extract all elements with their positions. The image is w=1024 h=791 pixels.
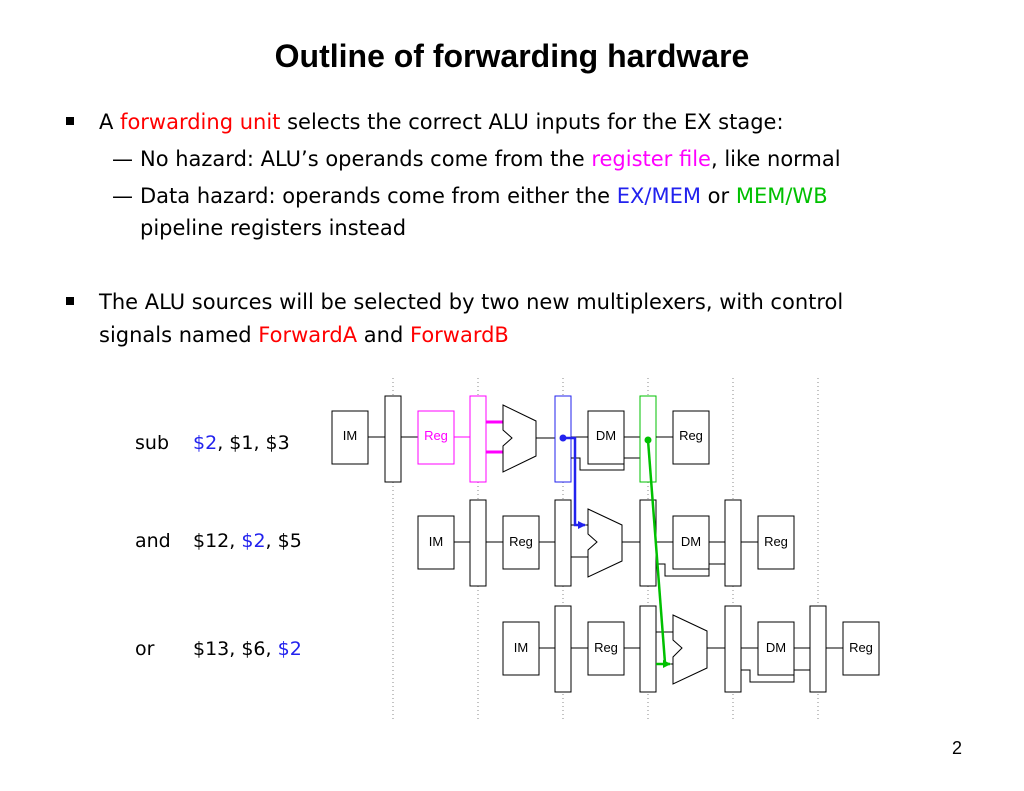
instruction-opcode: sub [135, 432, 170, 454]
dm-stage-box [587, 410, 625, 465]
reg-stage-box [757, 515, 795, 570]
reg-label: Reg [679, 428, 703, 443]
forwarding-ex-mem-arrow [559, 434, 586, 529]
stage-labels-or: IM Reg DM Reg [514, 640, 873, 655]
reg-stage-box [417, 410, 455, 465]
reg-stage-box [502, 515, 540, 570]
reg-label: Reg [424, 428, 448, 443]
operand: $2 [277, 638, 302, 660]
stage-labels-and: IM Reg DM Reg [429, 534, 788, 549]
sub-bullet-text: No hazard: ALU’s operands come from the [140, 147, 592, 171]
page-title: Outline of forwarding hardware [274, 38, 750, 74]
forwardb-term: ForwardB [409, 323, 509, 347]
sub-bullet-text: or [701, 184, 736, 208]
instruction-operands: $12, $2, $5 [193, 530, 302, 552]
sub-bullet-text: , like normal [710, 147, 841, 171]
pipeline-register [554, 499, 572, 587]
operand: , $1, $3 [217, 432, 290, 454]
bullet-text: signals named [99, 323, 259, 347]
reg-label: Reg [509, 534, 533, 549]
instruction-operands: $13, $6, $2 [193, 638, 302, 660]
im-label: IM [514, 640, 528, 655]
bullet-multiplexers: The ALU sources will be selected by two … [66, 286, 979, 352]
register-file-term: register file [591, 147, 711, 171]
operand: $2 [241, 530, 266, 552]
im-label: IM [429, 534, 443, 549]
pipeline-register [469, 499, 487, 587]
sub-bullet-text: pipeline registers instead [140, 216, 407, 240]
dash-marker: — [112, 184, 133, 208]
instruction-operands: $2, $1, $3 [193, 432, 290, 454]
pipeline-register [469, 395, 487, 483]
bullet-marker [66, 117, 74, 125]
bullet-text: The ALU sources will be selected by two … [99, 290, 844, 314]
mem-wb-term: MEM/WB [735, 184, 828, 208]
reg-stage-box [842, 621, 880, 676]
ex-mem-term: EX/MEM [616, 184, 701, 208]
instruction-opcode: and [135, 530, 171, 552]
page-number: 2 [951, 738, 962, 758]
alu-shape [502, 404, 537, 473]
pipeline-register [639, 605, 657, 693]
im-label: IM [343, 428, 357, 443]
forwarding-mem-wb-arrow [644, 436, 671, 668]
instruction-opcode: or [135, 638, 155, 660]
bullet-marker [66, 297, 74, 305]
dash-marker: — [112, 147, 133, 171]
pipeline-row-or [502, 605, 880, 693]
bullet-text: A [99, 110, 121, 134]
sub-bullet-no-hazard: — No hazard: ALU’s operands come from th… [112, 143, 980, 175]
pipeline-register [724, 605, 742, 693]
pipeline-row-and [417, 499, 795, 587]
dm-label: DM [596, 428, 616, 443]
pipeline-register [384, 395, 402, 483]
reg-label: Reg [849, 640, 873, 655]
reg-stage-box [587, 621, 625, 676]
stage-labels-sub: IM Reg DM Reg [343, 428, 703, 443]
alu-shape [672, 614, 708, 685]
sub-bullet-text: Data hazard: operands come from either t… [140, 184, 617, 208]
operand: , $5 [265, 530, 302, 552]
operand: $13, $6, [193, 638, 278, 660]
bullet-forwarding-unit: A forwarding unit selects the correct AL… [66, 106, 979, 139]
operand: $12, [193, 530, 242, 552]
bullet-text: selects the correct ALU inputs for the E… [280, 110, 784, 134]
reg-label: Reg [764, 534, 788, 549]
dm-stage-box [672, 515, 710, 570]
reg-label: Reg [594, 640, 618, 655]
forwarda-term: ForwardA [258, 323, 358, 347]
forwarding-unit-term: forwarding unit [120, 110, 281, 134]
dm-label: DM [681, 534, 701, 549]
sub-bullet-data-hazard: — Data hazard: operands come from either… [112, 180, 980, 244]
alu-shape [587, 508, 623, 578]
pipeline-row-sub [331, 395, 710, 483]
pipeline-register [724, 499, 742, 587]
dm-label: DM [766, 640, 786, 655]
bullet-text: and [357, 323, 410, 347]
pipeline-register [809, 605, 827, 693]
operand: $2 [193, 432, 218, 454]
pipeline-register [554, 605, 572, 693]
reg-stage-box [672, 410, 710, 465]
